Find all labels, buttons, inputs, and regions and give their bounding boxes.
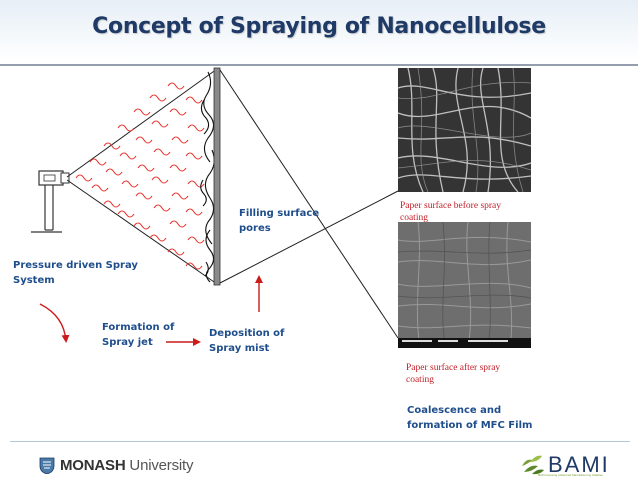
- bami-leaf-icon: [522, 455, 544, 475]
- sem-before-texture: [398, 68, 531, 192]
- monash-wordmark-rest: University: [125, 456, 194, 474]
- label-coalescence: Coalescence and formation of MFC Film: [407, 405, 533, 431]
- label-filling-surface-pores: Filling surface pores: [239, 208, 320, 234]
- monash-crest-icon: [39, 457, 55, 474]
- caption-before: Paper surface before spray coating: [400, 201, 502, 223]
- slide-title: Concept of Spraying of Nanocellulose: [92, 14, 546, 39]
- bami-wordmark: BAMI: [548, 452, 610, 477]
- arrow-pressure-to-jet: [39, 303, 70, 343]
- sem-after-texture: [398, 222, 531, 348]
- paper-substrate: [213, 67, 221, 286]
- monash-wordmark-bold: MONASH: [60, 456, 126, 474]
- label-deposition-of-spray-mist: Deposition of Spray mist: [209, 328, 285, 354]
- deposited-fibers: [200, 71, 215, 283]
- bami-logo: BAMI: [520, 452, 610, 478]
- monash-wordmark: MONASH University: [60, 457, 193, 474]
- nanocellulose-fibers: [75, 82, 205, 270]
- zoom-line-bottom: [219, 190, 399, 284]
- label-formation-of-spray-jet: Formation of Spray jet: [102, 322, 175, 348]
- monash-logo: MONASH University: [38, 455, 193, 475]
- bami-tagline: BioProcessing Advanced Manufacturing Ini…: [538, 473, 603, 477]
- spray-nozzle-icon: [31, 170, 70, 233]
- caption-after: Paper surface after spray coating: [406, 363, 501, 385]
- label-pressure-driven-spray: Pressure driven Spray System: [13, 260, 138, 286]
- header-band: [0, 0, 638, 62]
- sem-image-before: [398, 68, 531, 192]
- zoom-line-top: [219, 69, 399, 339]
- spray-cone-bottom: [66, 179, 218, 285]
- footer-divider: [10, 441, 630, 442]
- sem-image-after: [398, 222, 531, 348]
- spray-cone-top: [66, 68, 218, 178]
